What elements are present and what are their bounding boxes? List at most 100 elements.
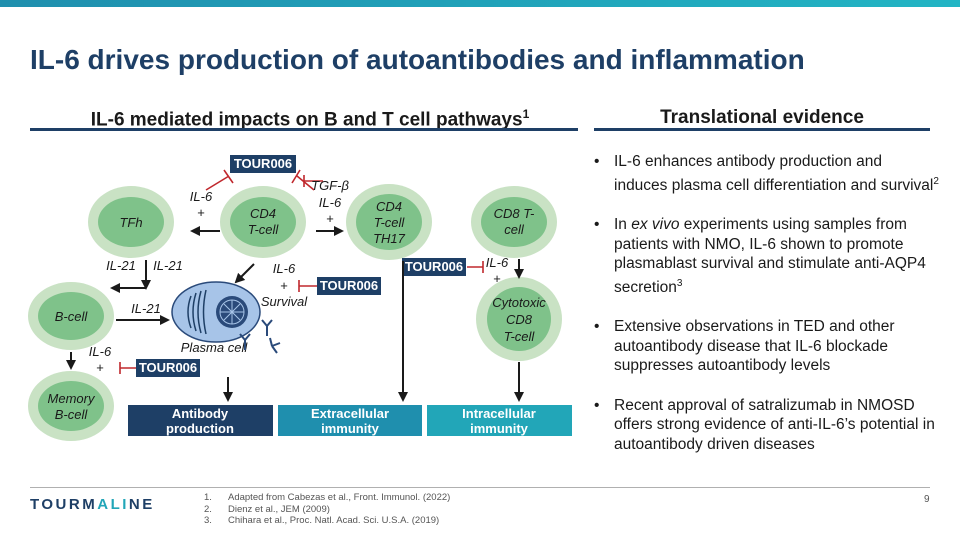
il6-label-tfh: IL-6 xyxy=(190,189,213,204)
antibody-icon xyxy=(239,319,281,354)
cd8-label-line1: CD8 T- xyxy=(494,206,535,221)
intracellular-immunity-box: Intracellular immunity xyxy=(427,405,572,436)
bullet-emphasis: ex vivo xyxy=(631,216,680,234)
antibody-line2: production xyxy=(166,421,234,436)
cd4-t-cell: CD4 T-cell xyxy=(220,186,306,258)
top-accent-bar xyxy=(0,0,960,7)
plus-th17: + xyxy=(326,211,334,226)
bullet-text: experiments using samples from patients … xyxy=(614,216,926,296)
left-heading-rule xyxy=(30,128,578,131)
il6-label-th17: IL-6 xyxy=(319,195,342,210)
plus-cd8: + xyxy=(493,271,501,286)
reference-item: 3. Chihara et al., Proc. Natl. Acad. Sci.… xyxy=(204,515,450,527)
arrow-to-plasma xyxy=(234,263,255,284)
il6-label-memory: IL-6 xyxy=(89,344,112,359)
drug-label-top: TOUR006 xyxy=(234,156,292,171)
extracellular-line2: immunity xyxy=(321,421,380,436)
bullet-text: Extensive observations in TED and other … xyxy=(614,318,895,375)
th17-label-line2: T-cell xyxy=(374,215,406,230)
il21-label-bcell: IL-21 xyxy=(131,301,161,316)
logo-text-1: TOURM xyxy=(30,496,98,513)
tgfb-label: TGF-β xyxy=(311,178,349,193)
inhibit-cd8 xyxy=(467,261,484,273)
extracellular-line1: Extracellular xyxy=(311,406,389,421)
plus-memory: + xyxy=(96,360,104,375)
memory-label-line2: B-cell xyxy=(55,407,89,422)
reference-text: Adapted from Cabezas et al., Front. Immu… xyxy=(228,492,451,503)
b-cell-label: B-cell xyxy=(55,309,89,324)
slide-title: IL-6 drives production of autoantibodies… xyxy=(30,44,805,75)
cd4-label-line1: CD4 xyxy=(250,206,276,221)
cd4-label-line2: T-cell xyxy=(248,222,280,237)
cytotoxic-cd8-cell: Cytotoxic CD8 T-cell xyxy=(476,277,562,361)
bullet-item: In ex vivo experiments using samples fro… xyxy=(594,215,939,297)
drug-box-cd8 xyxy=(402,258,466,276)
evidence-bullet-list: IL-6 enhances antibody production and in… xyxy=(594,152,939,474)
plasma-cell: Plasma cell xyxy=(171,281,261,355)
inhibit-top-right xyxy=(291,169,315,191)
drug-label-memory: TOUR006 xyxy=(139,360,197,375)
survival-label: Survival xyxy=(261,294,308,309)
il21-label-left: IL-21 xyxy=(106,258,136,273)
il6-label-cd8: IL-6 xyxy=(486,255,509,270)
footer-divider xyxy=(30,487,930,488)
drug-label-plasma: TOUR006 xyxy=(320,278,378,293)
bullet-text: Recent approval of satralizumab in NMOSD… xyxy=(614,396,935,453)
extracellular-immunity-box: Extracellular immunity xyxy=(278,405,422,436)
tfh-label: TFh xyxy=(119,215,142,230)
plus-tfh: + xyxy=(197,205,205,220)
bullet-text: In xyxy=(614,216,632,234)
bullet-item: IL-6 enhances antibody production and in… xyxy=(594,152,939,195)
tfh-cell: TFh xyxy=(88,186,174,258)
bullet-item: Recent approval of satralizumab in NMOSD… xyxy=(594,396,939,455)
il21-label-right: IL-21 xyxy=(153,258,183,273)
page-number: 9 xyxy=(924,494,930,505)
left-heading-footnote: 1 xyxy=(522,107,530,121)
logo-text-2: ALI xyxy=(97,496,129,513)
inhibit-survival xyxy=(298,280,317,292)
right-section-heading: Translational evidence xyxy=(660,107,864,128)
bullet-item: Extensive observations in TED and other … xyxy=(594,317,939,376)
plasma-cell-label: Plasma cell xyxy=(181,340,249,355)
bullet-text: IL-6 enhances antibody production and in… xyxy=(614,153,934,194)
reference-number: 1. xyxy=(204,492,212,503)
reference-item: 1. Adapted from Cabezas et al., Front. Im… xyxy=(204,492,450,504)
th17-label-line1: CD4 xyxy=(376,199,402,214)
memory-b-cell: Memory B-cell xyxy=(28,371,114,441)
cd8-t-cell: CD8 T- cell xyxy=(471,186,557,258)
il6-label-survival: IL-6 xyxy=(273,261,296,276)
plus-survival: + xyxy=(280,278,288,293)
right-heading-rule xyxy=(594,128,930,131)
bullet-footnote: 2 xyxy=(933,175,939,187)
left-heading-text: IL-6 mediated impacts on B and T cell pa… xyxy=(90,109,523,131)
memory-label-line1: Memory xyxy=(48,391,96,406)
reference-list: 1. Adapted from Cabezas et al., Front. Im… xyxy=(204,492,450,527)
inhibit-tgfb xyxy=(303,175,323,187)
company-logo: TOURMALINE xyxy=(30,496,155,513)
inhibit-top-left xyxy=(205,169,234,191)
reference-number: 3. xyxy=(204,515,212,526)
th17-label-line3: TH17 xyxy=(373,231,406,246)
drug-box-top xyxy=(230,155,296,173)
reference-item: 2. Dienz et al., JEM (2009) xyxy=(204,504,450,516)
cytotoxic-label-line2: CD8 xyxy=(506,312,533,327)
cd8-label-line2: cell xyxy=(504,222,525,237)
logo-text-3: NE xyxy=(128,496,155,513)
antibody-production-box: Antibody production xyxy=(128,405,273,436)
drug-label-cd8: TOUR006 xyxy=(405,259,463,274)
antibody-line1: Antibody xyxy=(172,406,229,421)
cytotoxic-label-line3: T-cell xyxy=(504,329,536,344)
left-section-heading: IL-6 mediated impacts on B and T cell pa… xyxy=(50,107,570,131)
reference-number: 2. xyxy=(204,503,212,515)
drug-box-memory xyxy=(136,359,200,377)
th17-cell: CD4 T-cell TH17 xyxy=(346,184,432,260)
bullet-footnote: 3 xyxy=(676,277,683,289)
reference-text: Dienz et al., JEM (2009) xyxy=(228,503,330,515)
inhibit-memory xyxy=(119,362,136,374)
drug-box-plasma xyxy=(317,277,381,295)
intracellular-line1: Intracellular xyxy=(462,406,536,421)
intracellular-line2: immunity xyxy=(470,421,529,436)
reference-text: Chihara et al., Proc. Natl. Acad. Sci. U… xyxy=(228,515,440,526)
b-cell: B-cell xyxy=(28,282,114,350)
